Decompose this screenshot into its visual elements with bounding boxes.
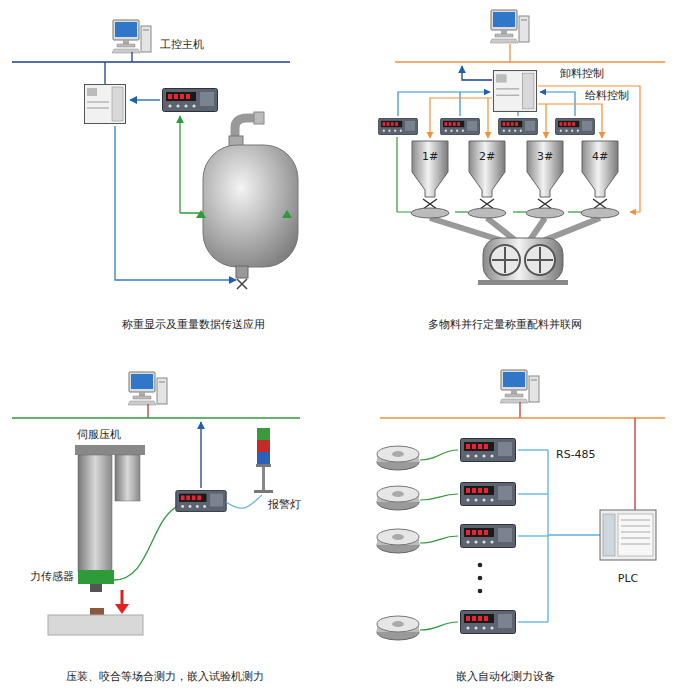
hopper: 4# bbox=[581, 140, 619, 198]
host-computer: 工控主机 bbox=[112, 18, 152, 54]
part-label: 力传感器 bbox=[30, 570, 74, 583]
hopper-number: 4# bbox=[592, 150, 608, 163]
hopper-outline bbox=[581, 140, 619, 198]
hopper-number: 3# bbox=[537, 150, 553, 163]
hopper-number: 2# bbox=[479, 150, 495, 163]
part-label: PLC bbox=[618, 572, 638, 585]
control-label: 给料控制 bbox=[585, 89, 629, 102]
part-label: 伺服压机 bbox=[77, 428, 121, 441]
hopper: 1# bbox=[411, 140, 449, 198]
hopper: 2# bbox=[468, 140, 506, 198]
servo-press: 伺服压机 bbox=[75, 445, 145, 572]
force-sensor: 力传感器 bbox=[78, 570, 114, 584]
hopper-outline bbox=[468, 140, 506, 198]
hopper-number: 1# bbox=[422, 150, 438, 163]
control-label: 卸料控制 bbox=[560, 67, 604, 80]
part-label: 报警灯 bbox=[268, 498, 301, 511]
caption: 称重显示及重量数据传送应用 bbox=[122, 318, 265, 331]
alarm-lamp: 报警灯 bbox=[254, 428, 273, 493]
bus-label: RS-485 bbox=[556, 448, 596, 461]
hopper-outline bbox=[526, 140, 564, 198]
part-label: 工控主机 bbox=[160, 38, 204, 51]
caption: 压装、咬合等场合测力，嵌入试验机测力 bbox=[66, 670, 264, 683]
plc: PLC bbox=[600, 510, 656, 560]
hopper-outline bbox=[411, 140, 449, 198]
caption: 多物料并行定量称重配料并联网 bbox=[428, 318, 582, 331]
hopper: 3# bbox=[526, 140, 564, 198]
caption: 嵌入自动化测力设备 bbox=[456, 670, 555, 683]
